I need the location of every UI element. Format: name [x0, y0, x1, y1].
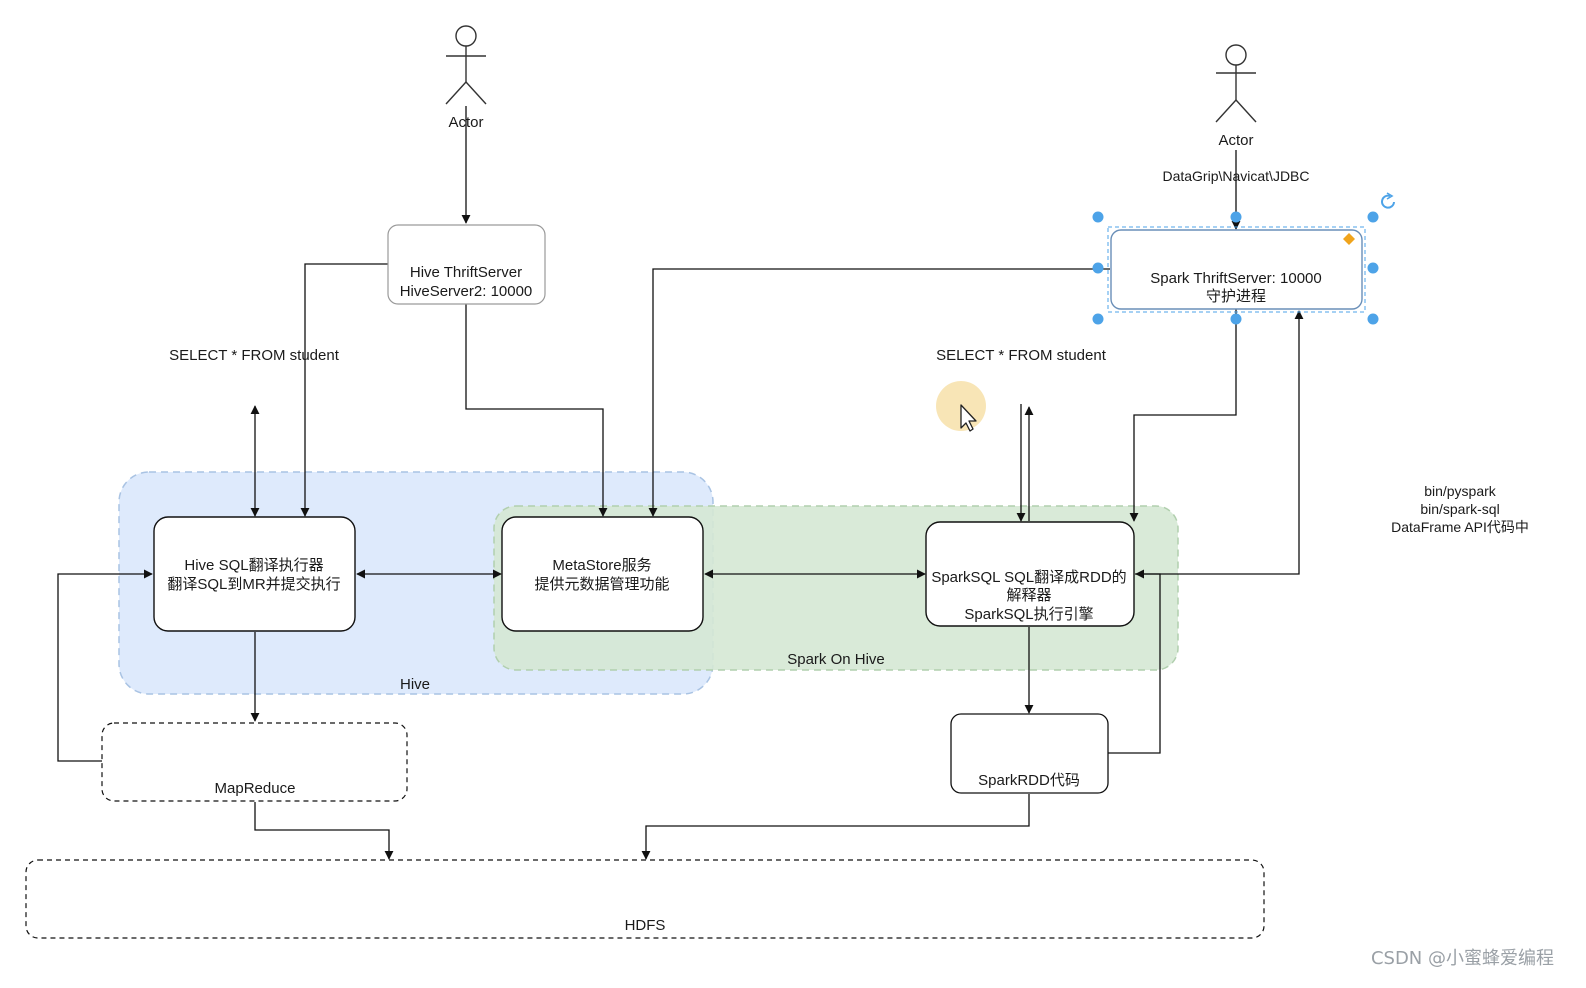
- spark-thriftserver-label-line2: 守护进程: [1206, 288, 1266, 305]
- metastore-node[interactable]: MetaStore服务 提供元数据管理功能: [501, 516, 704, 632]
- edge-mapreduce-to-hive-sql-engine: [57, 569, 153, 762]
- edges: [57, 106, 1304, 860]
- edge-mapreduce-to-hdfs: [254, 802, 394, 860]
- edge-spark-thriftserver-to-metastore: [648, 268, 1110, 517]
- hive-sql-engine-label-line1: Hive SQL翻译执行器: [184, 557, 323, 574]
- mapreduce-label: MapReduce: [215, 780, 296, 797]
- actor-right-icon[interactable]: [1215, 44, 1257, 123]
- resize-handle-bottom-right: [1367, 313, 1379, 325]
- mouse-cursor-icon: [936, 381, 986, 432]
- spark-on-hive-group-label: Spark On Hive: [787, 651, 885, 668]
- select-left-label: SELECT * FROM student: [169, 347, 340, 364]
- sparksql-engine-label-line2: 解释器: [1006, 587, 1051, 604]
- rotate-icon[interactable]: [1381, 192, 1395, 209]
- edge-spark-rdd-to-sparksql-engine: [1108, 569, 1161, 754]
- resize-handle-bottom-left: [1092, 313, 1104, 325]
- edge-spark-thriftserver-to-sparksql-engine: [1129, 309, 1237, 522]
- hive-thriftserver-node[interactable]: Hive ThriftServer HiveServer2: 10000: [387, 224, 546, 305]
- hive-thriftserver-label-line2: HiveServer2: 10000: [400, 283, 533, 300]
- corner-radius-handle[interactable]: [1343, 233, 1355, 245]
- sparksql-engine-node[interactable]: SparkSQL SQL翻译成RDD的 解释器 SparkSQL执行引擎: [925, 521, 1135, 627]
- watermark: CSDN @小蜜蜂爱编程: [1370, 948, 1554, 969]
- metastore-label-line1: MetaStore服务: [552, 557, 651, 574]
- tools-label-line1: bin/pyspark: [1424, 483, 1497, 499]
- actor-right-label: Actor: [1218, 132, 1253, 149]
- resize-handle-top: [1230, 211, 1242, 223]
- mapreduce-node[interactable]: MapReduce: [101, 722, 408, 802]
- actor-left-icon[interactable]: [445, 25, 487, 105]
- hive-thriftserver-label-line1: Hive ThriftServer: [410, 264, 522, 281]
- resize-handle-left: [1092, 262, 1104, 274]
- hdfs-node[interactable]: HDFS: [25, 859, 1265, 939]
- hdfs-label: HDFS: [625, 917, 666, 934]
- edge-hive-thriftserver-to-metastore: [465, 304, 608, 517]
- resize-handle-top-right: [1367, 211, 1379, 223]
- spark-thriftserver-node[interactable]: Spark ThriftServer: 10000 守护进程: [1107, 226, 1366, 313]
- resize-handle-top-left: [1092, 211, 1104, 223]
- hive-sql-engine-label-line2: 翻译SQL到MR并提交执行: [167, 575, 340, 593]
- edge-spark-rdd-to-hdfs: [641, 794, 1030, 860]
- spark-rdd-node[interactable]: SparkRDD代码: [950, 713, 1109, 794]
- selection-box: [1107, 226, 1366, 313]
- sparksql-engine-label-line3: SparkSQL执行引擎: [964, 606, 1093, 623]
- metastore-label-line2: 提供元数据管理功能: [534, 576, 669, 593]
- spark-rdd-label: SparkRDD代码: [978, 772, 1080, 789]
- edge-hive-thriftserver-to-hive-sql-engine: [300, 263, 388, 517]
- tools-label-line3: DataFrame API代码中: [1391, 519, 1529, 535]
- tools-label-line2: bin/spark-sql: [1420, 501, 1499, 517]
- spark-thriftserver-label-line1: Spark ThriftServer: 10000: [1150, 270, 1321, 287]
- hive-sql-engine-node[interactable]: Hive SQL翻译执行器 翻译SQL到MR并提交执行: [153, 516, 356, 632]
- select-right-label: SELECT * FROM student: [936, 347, 1107, 364]
- clients-label: DataGrip\Navicat\JDBC: [1162, 168, 1309, 184]
- hive-group-label: Hive: [400, 676, 430, 693]
- selection-handles[interactable]: [1092, 211, 1379, 325]
- resize-handle-right: [1367, 262, 1379, 274]
- resize-handle-bottom: [1230, 313, 1242, 325]
- sparksql-engine-label-line1: SparkSQL SQL翻译成RDD的: [931, 569, 1126, 586]
- edge-sparksql-engine-to-spark-thriftserver: [1135, 310, 1304, 575]
